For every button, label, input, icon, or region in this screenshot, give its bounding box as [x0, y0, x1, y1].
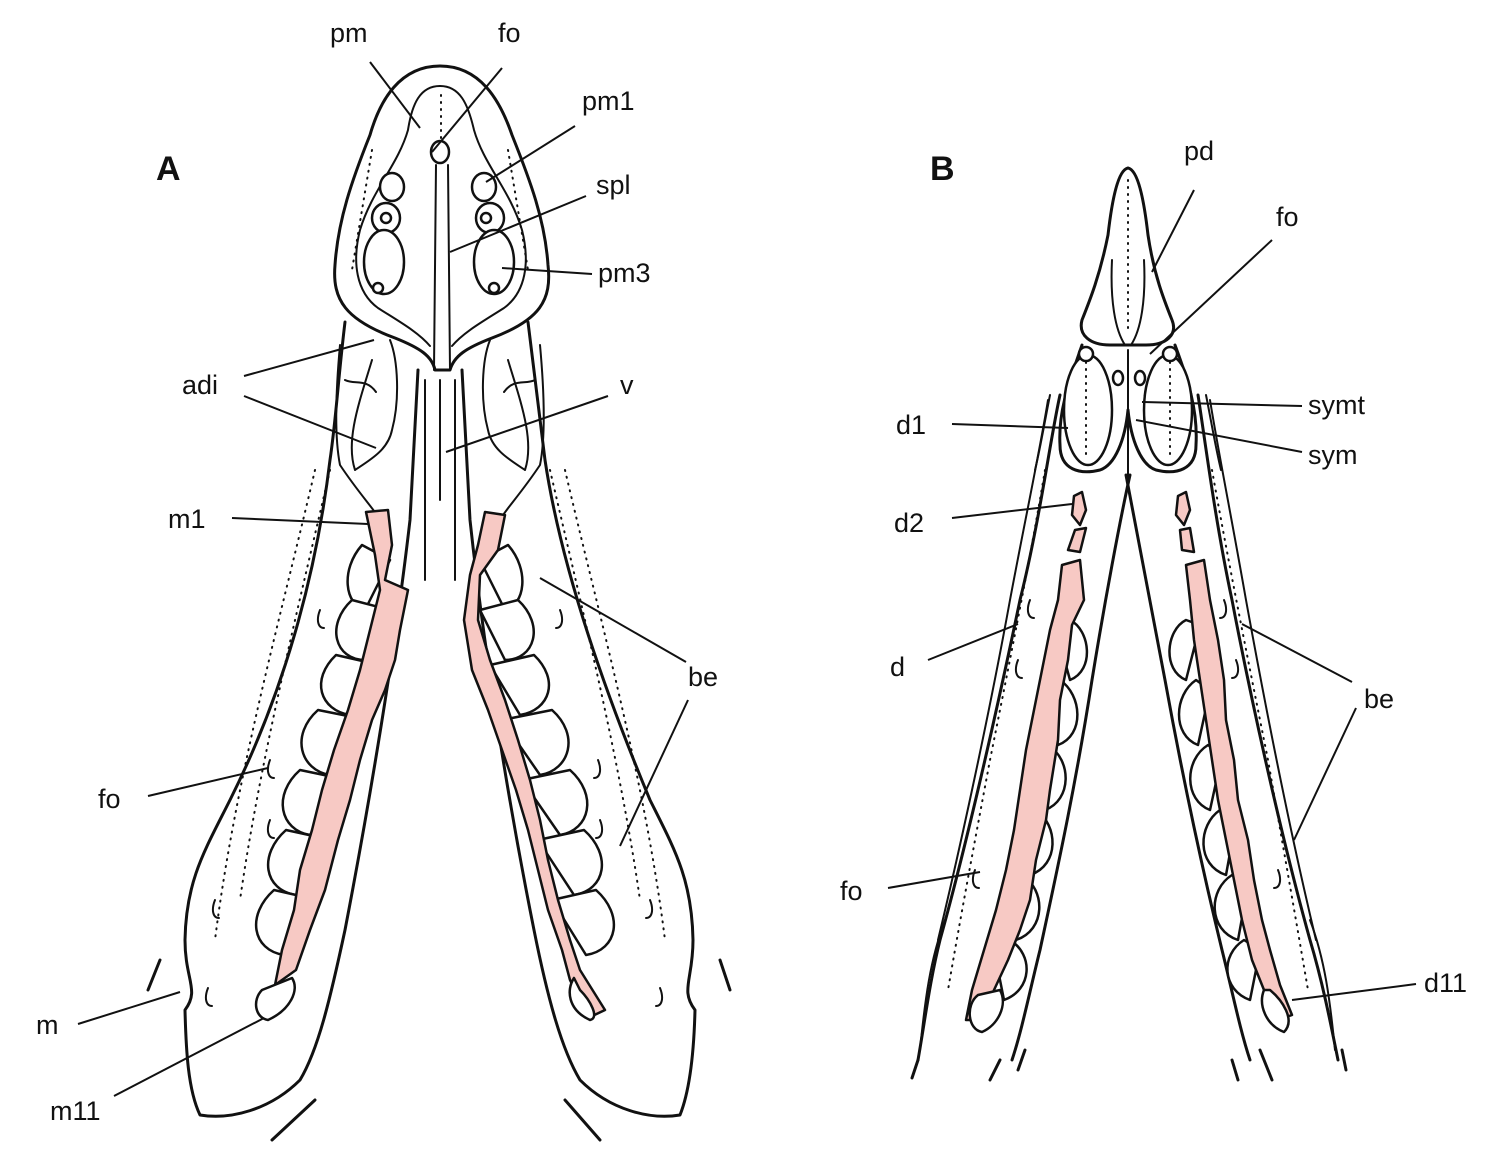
label-a-pm: pm	[330, 18, 368, 48]
label-a-adi: adi	[182, 370, 218, 400]
label-b-d11: d11	[1424, 968, 1467, 998]
label-a-pm1: pm1	[582, 86, 635, 116]
label-b-d: d	[890, 652, 905, 682]
label-a-m11: m11	[50, 1096, 101, 1126]
label-a-fo-top: fo	[498, 18, 521, 48]
label-a-be: be	[688, 662, 718, 692]
label-b-pd: pd	[1184, 136, 1214, 166]
label-b-fo-top: fo	[1276, 202, 1299, 232]
label-b-sym: sym	[1308, 440, 1358, 470]
label-a-m1: m1	[168, 504, 206, 534]
label-a-fo-side: fo	[98, 784, 121, 814]
label-b-symt: symt	[1308, 390, 1365, 420]
lower-tooth-row-left	[964, 490, 1089, 1034]
leader-lines	[77, 61, 1417, 1097]
labels: A B pm fo pm1 spl pm3 adi v m1 be fo m m…	[36, 18, 1467, 1126]
label-a-v: v	[620, 370, 634, 400]
label-b-fo-side: fo	[840, 876, 863, 906]
label-b-d2: d2	[894, 508, 924, 538]
label-a-m: m	[36, 1010, 59, 1040]
panel-b-lower-jaw	[910, 166, 1348, 1082]
label-a-pm3: pm3	[598, 258, 651, 288]
panel-a-upper-jaw	[146, 64, 732, 1142]
label-b-be: be	[1364, 684, 1394, 714]
panel-label-b: B	[930, 150, 955, 188]
label-a-spl: spl	[596, 170, 631, 200]
label-b-d1: d1	[896, 410, 926, 440]
panel-label-a: A	[156, 150, 181, 188]
upper-tooth-row-left	[254, 508, 410, 1022]
upper-tooth-row-right	[462, 510, 616, 1022]
lower-tooth-row-right	[1168, 490, 1294, 1034]
